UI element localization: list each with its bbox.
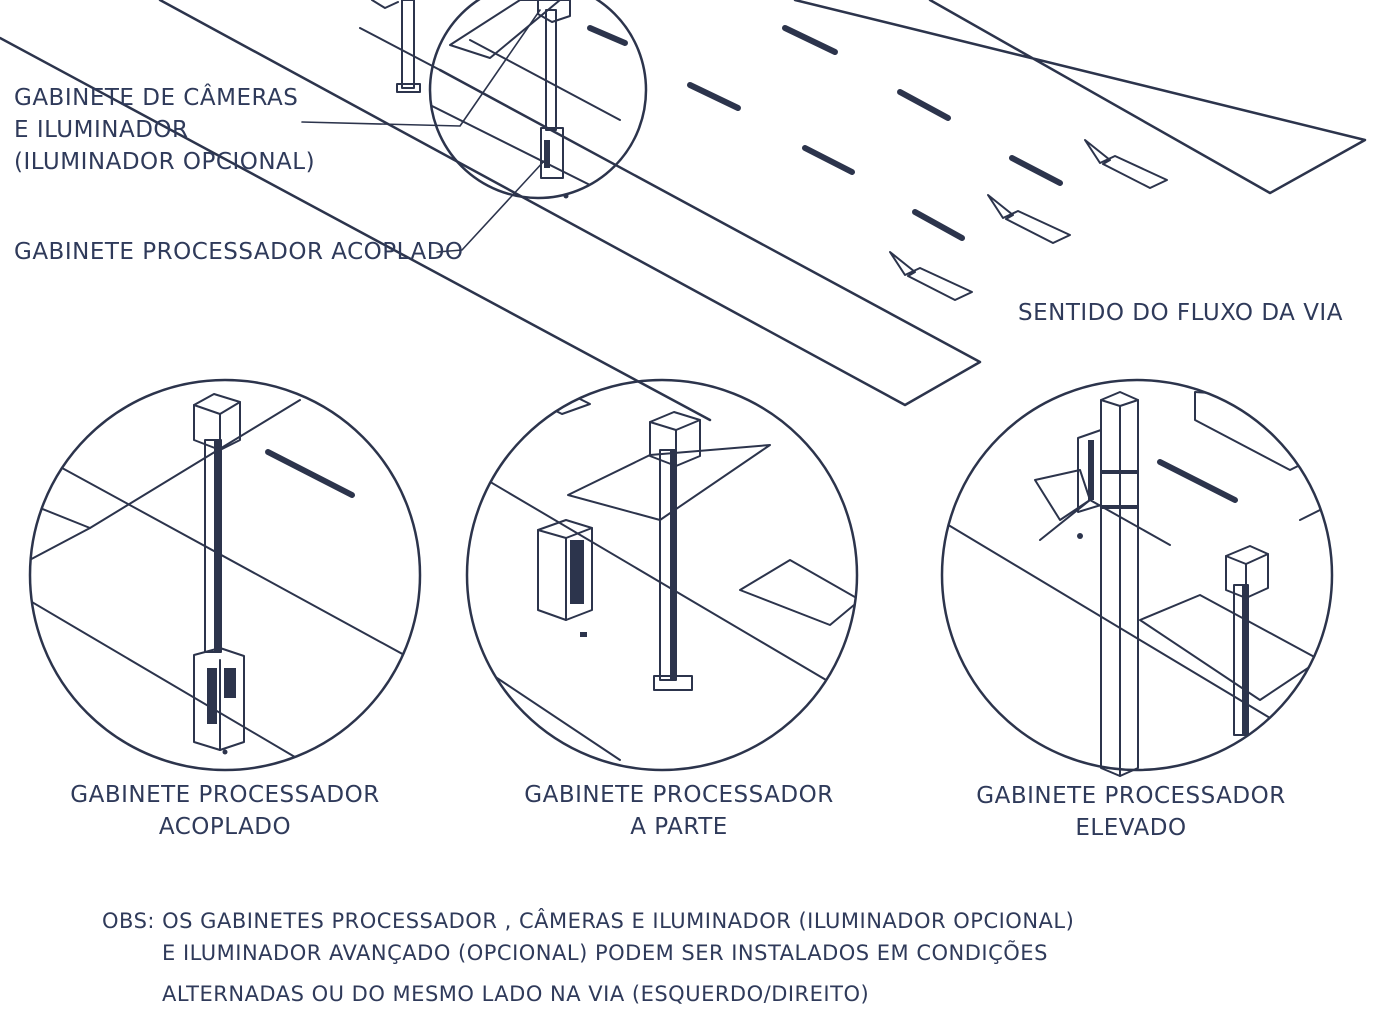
- caption-a-parte: GABINETE PROCESSADOR A PARTE: [519, 779, 839, 843]
- flow-arrows: [889, 139, 1168, 301]
- lane-dashes: [587, 25, 1063, 241]
- detail-acoplado: [28, 378, 422, 772]
- note-line-2: E ILUMINADOR AVANÇADO (OPCIONAL) PODEM S…: [162, 941, 1048, 965]
- note-line-3: ALTERNADAS OU DO MESMO LADO NA VIA (ESQU…: [162, 982, 870, 1006]
- road-overview: [0, 0, 1367, 422]
- caption-acoplado-line-1: GABINETE PROCESSADOR: [70, 782, 380, 808]
- caption-a-parte-line-1: GABINETE PROCESSADOR: [524, 782, 834, 808]
- caption-elevado-line-2: ELEVADO: [1075, 815, 1187, 841]
- label-camera-line-3: (ILUMINADOR OPCIONAL): [14, 149, 316, 175]
- detail-a-parte: [465, 378, 859, 772]
- label-camera-cabinet: GABINETE DE CÂMERAS E ILUMINADOR (ILUMIN…: [14, 82, 315, 178]
- pole-top-left: [371, 0, 421, 93]
- label-camera-line-2: E ILUMINADOR: [14, 117, 189, 143]
- caption-a-parte-line-2: A PARTE: [630, 814, 728, 840]
- leader-lines: [301, 9, 546, 253]
- label-flow-direction: SENTIDO DO FLUXO DA VIA: [1018, 300, 1343, 326]
- caption-acoplado-line-2: ACOPLADO: [158, 814, 292, 840]
- caption-elevado: GABINETE PROCESSADOR ELEVADO: [971, 780, 1291, 844]
- label-camera-line-1: GABINETE DE CÂMERAS: [14, 85, 299, 111]
- caption-acoplado: GABINETE PROCESSADOR ACOPLADO: [65, 779, 385, 843]
- label-processor-top: GABINETE PROCESSADOR ACOPLADO: [14, 239, 464, 265]
- note-line-1: OBS: OS GABINETES PROCESSADOR , CÂMERAS …: [102, 909, 1075, 933]
- caption-elevado-line-1: GABINETE PROCESSADOR: [976, 783, 1286, 809]
- detail-elevado: [940, 378, 1334, 777]
- magnifier-top: [428, 0, 648, 200]
